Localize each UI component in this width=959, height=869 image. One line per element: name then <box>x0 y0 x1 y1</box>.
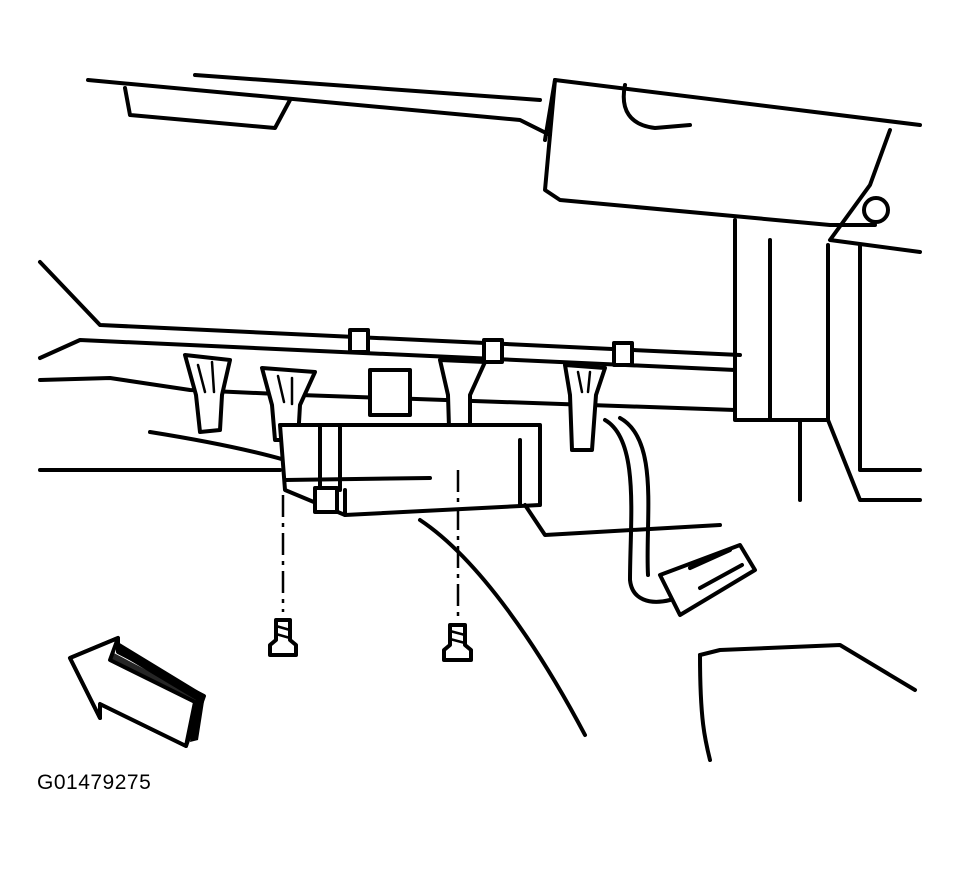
clip-1 <box>348 328 370 354</box>
floor-contours <box>418 518 917 762</box>
upper-trim-panel <box>86 73 552 137</box>
wire-harness <box>603 416 757 617</box>
retaining-nut-icon <box>862 196 890 224</box>
module-mount-tab <box>313 486 339 514</box>
push-pin-1 <box>183 353 232 434</box>
module-connector-boss <box>368 368 412 417</box>
mounting-rail <box>38 260 742 472</box>
bracket-housing <box>543 78 922 254</box>
bolt-icon-right <box>442 623 473 662</box>
module-body <box>278 368 722 537</box>
electrical-connector <box>658 543 757 617</box>
push-pin-fasteners <box>183 328 634 462</box>
clip-2 <box>482 338 504 364</box>
figure-code-label: G01479275 <box>37 771 152 794</box>
mounting-bolts <box>268 618 473 662</box>
direction-arrow-icon <box>68 636 206 748</box>
bolt-icon-left <box>268 618 298 657</box>
side-duct <box>733 218 922 502</box>
alignment-lines <box>281 470 460 620</box>
clip-3 <box>612 341 634 367</box>
push-pin-3 <box>563 363 607 452</box>
